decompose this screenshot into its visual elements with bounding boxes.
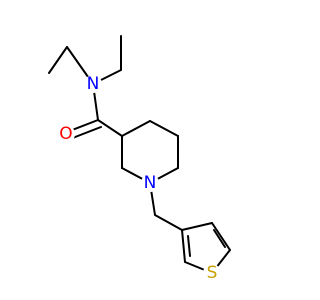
atom-o-carbonyl-label: O — [59, 124, 72, 144]
bond-thio-c2-c3 — [181, 229, 186, 263]
bond-thio-double-1 — [187, 235, 191, 257]
bond-thio-double-2 — [213, 229, 226, 248]
bond-layer — [48, 35, 231, 274]
bond-ethyl1-ch3-ch2 — [48, 46, 68, 74]
bond-ring-c3-c4 — [121, 120, 151, 137]
bond-ring-c4-c5 — [149, 120, 179, 137]
bond-thio-c4-c5 — [211, 222, 231, 251]
atom-s-thiophene-label: S — [207, 263, 218, 283]
bond-carbonyl-o-2 — [69, 126, 102, 140]
atom-n-amide: N — [84, 74, 102, 94]
bond-thio-c3-c4 — [181, 222, 213, 231]
bond-carbonyl-c3 — [97, 119, 123, 137]
structure-canvas: N O N S — [48, 35, 231, 283]
atom-n-amide-label: N — [87, 74, 100, 94]
atom-n-piperidine-label: N — [144, 173, 157, 193]
molecule-structure-diagram: N O N S — [48, 35, 231, 283]
atom-label-layer: N O N S — [57, 74, 221, 283]
atom-n-piperidine: N — [141, 173, 159, 193]
bond-ch2-thiophene — [154, 214, 183, 231]
atom-s-thiophene: S — [203, 263, 221, 283]
atom-o-carbonyl: O — [57, 124, 75, 144]
